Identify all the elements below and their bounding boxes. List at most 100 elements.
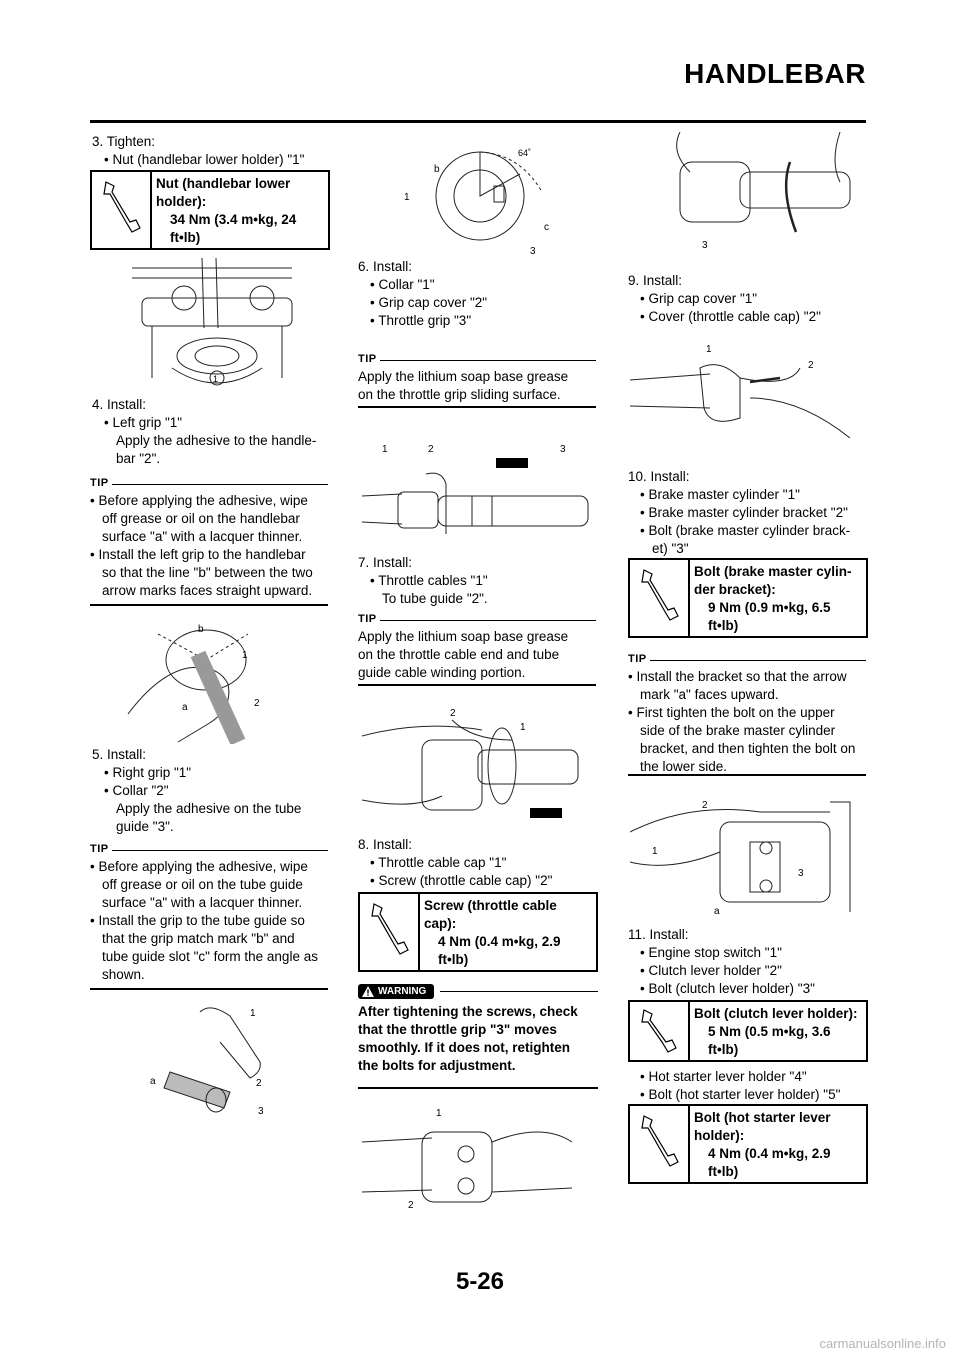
tip-line: Apply the lithium soap base grease xyxy=(358,369,569,384)
figure-throttle-cap: 1 2 xyxy=(361,1102,592,1217)
tip-line: Apply the lithium soap base grease xyxy=(358,629,569,644)
tip-label: TIP xyxy=(90,843,109,855)
step-7-item: • Throttle cables "1" xyxy=(370,573,488,588)
step-11-heading: 11. Install: xyxy=(628,927,689,942)
callout-1: 1 xyxy=(436,1108,442,1119)
step-6-item: • Throttle grip "3" xyxy=(370,313,472,328)
step-11-item: • Engine stop switch "1" xyxy=(640,945,782,960)
callout-3: 3 xyxy=(530,246,536,257)
callout-2: 2 xyxy=(702,800,708,811)
tip-line: mark "a" faces upward. xyxy=(640,687,779,702)
torque-wrench-icon xyxy=(630,560,690,636)
tip-line: surface "a" with a lacquer thinner. xyxy=(102,895,303,910)
warning-badge: WARNING xyxy=(358,984,435,999)
step-10-item: • Brake master cylinder bracket "2" xyxy=(640,505,848,520)
step-8-item: • Throttle cable cap "1" xyxy=(370,855,507,870)
torque-wrench-icon xyxy=(360,894,420,970)
step-8-heading: 8. Install: xyxy=(358,837,413,852)
torque-part-2: der bracket): xyxy=(694,582,776,597)
warning-rule xyxy=(440,991,598,992)
tip-label: TIP xyxy=(628,653,647,665)
callout-a: a xyxy=(714,906,720,917)
callout-1: 1 xyxy=(652,846,658,857)
step-4: 4. Install: • Left grip "1" Apply the ad… xyxy=(92,396,316,468)
torque-value-2: ft•lb) xyxy=(170,230,201,245)
tip-bracket: TIP • Install the bracket so that the ar… xyxy=(628,650,866,776)
figure-right-grip: 1 a 2 3 xyxy=(140,1002,290,1127)
torque-part: Screw (throttle cable xyxy=(424,898,557,913)
step-5-item: • Collar "2" xyxy=(104,783,169,798)
step-7-heading: 7. Install: xyxy=(358,555,413,570)
tip-cable-grease: TIP Apply the lithium soap base grease o… xyxy=(358,610,596,686)
step-3-heading: 3. Tighten: xyxy=(92,134,156,149)
angle-label: 64˚ xyxy=(518,148,531,158)
callout-3: 3 xyxy=(560,444,566,455)
tip-rule xyxy=(112,850,328,851)
callout-b: b xyxy=(434,164,440,175)
step-3-item: • Nut (handlebar lower holder) "1" xyxy=(104,152,305,167)
torque-value-2: ft•lb) xyxy=(438,952,469,967)
tip-label: TIP xyxy=(358,353,377,365)
callout-1: 1 xyxy=(382,444,388,455)
torque-part: Bolt (hot starter lever xyxy=(694,1110,831,1125)
tip-end-rule xyxy=(90,604,328,606)
torque-part-2: cap): xyxy=(424,916,457,931)
step-9-item: • Cover (throttle cable cap) "2" xyxy=(640,309,821,324)
step-7: 7. Install: • Throttle cables "1" To tub… xyxy=(358,554,488,608)
callout-2: 2 xyxy=(408,1200,414,1211)
step-11-continued: • Hot starter lever holder "4" • Bolt (h… xyxy=(628,1068,840,1104)
callout-3: 3 xyxy=(258,1106,264,1117)
step-11-item: • Bolt (hot starter lever holder) "5" xyxy=(640,1087,841,1102)
step-6-item: • Collar "1" xyxy=(370,277,435,292)
tip-line: off grease or oil on the tube guide xyxy=(102,877,303,892)
callout-c: c xyxy=(544,222,549,233)
callout-1: 1 xyxy=(242,650,248,661)
step-10-item-cont: et) "3" xyxy=(652,541,689,556)
tip-line: on the throttle grip sliding surface. xyxy=(358,387,561,402)
figure-grip-cap-cover: 3 xyxy=(640,131,860,257)
step-5: 5. Install: • Right grip "1" • Collar "2… xyxy=(92,746,301,836)
callout-a: a xyxy=(182,702,188,713)
step-6: 6. Install: • Collar "1" • Grip cap cove… xyxy=(358,258,487,330)
step-5-item: • Right grip "1" xyxy=(104,765,192,780)
page-title: HANDLEBAR xyxy=(684,58,866,89)
warning-header: WARNING xyxy=(358,984,598,999)
tip-line: • Before applying the adhesive, wipe xyxy=(90,859,308,874)
torque-box-master-cylinder: Bolt (brake master cylin- der bracket): … xyxy=(628,558,868,638)
tip-end-rule xyxy=(628,774,866,776)
warning-label: WARNING xyxy=(378,986,427,997)
torque-part-2: holder): xyxy=(156,194,207,209)
step-8: 8. Install: • Throttle cable cap "1" • S… xyxy=(358,836,552,890)
step-11-item: • Bolt (clutch lever holder) "3" xyxy=(640,981,815,996)
step-7-note: To tube guide "2". xyxy=(382,591,488,606)
tip-line: so that the line "b" between the two xyxy=(102,565,313,580)
figure-left-grip: b 1 2 a xyxy=(118,614,278,749)
callout-2: 2 xyxy=(428,444,434,455)
tip-line: that the grip match mark "b" and xyxy=(102,931,295,946)
figure-handlebar-holder: 1 xyxy=(112,257,312,395)
callout-a: a xyxy=(150,1076,156,1087)
torque-part-2: holder): xyxy=(694,1128,745,1143)
step-11-item: • Hot starter lever holder "4" xyxy=(640,1069,807,1084)
step-10-heading: 10. Install: xyxy=(628,469,690,484)
step-10: 10. Install: • Brake master cylinder "1"… xyxy=(628,468,850,558)
warning-line: the bolts for adjustment. xyxy=(358,1058,516,1073)
tip-line: • Install the bracket so that the arrow xyxy=(628,669,847,684)
page-number: 5-26 xyxy=(455,1268,505,1295)
tip-end-rule xyxy=(358,684,596,686)
callout-2: 2 xyxy=(450,708,456,719)
torque-value-2: ft•lb) xyxy=(708,618,739,633)
warning-end-rule xyxy=(358,1087,598,1089)
callout-2: 2 xyxy=(256,1078,262,1089)
step-9: 9. Install: • Grip cap cover "1" • Cover… xyxy=(628,272,821,326)
step-4-item: • Left grip "1" xyxy=(104,415,183,430)
tip-rule xyxy=(112,484,328,485)
step-6-heading: 6. Install: xyxy=(358,259,413,274)
torque-part: Bolt (clutch lever holder): xyxy=(694,1006,858,1021)
tip-rule xyxy=(380,620,596,621)
torque-value-2: ft•lb) xyxy=(708,1042,739,1057)
step-5-heading: 5. Install: xyxy=(92,747,147,762)
torque-box-hot-starter: Bolt (hot starter lever holder): 4 Nm (0… xyxy=(628,1104,868,1184)
step-4-heading: 4. Install: xyxy=(92,397,147,412)
torque-wrench-icon xyxy=(92,172,152,248)
